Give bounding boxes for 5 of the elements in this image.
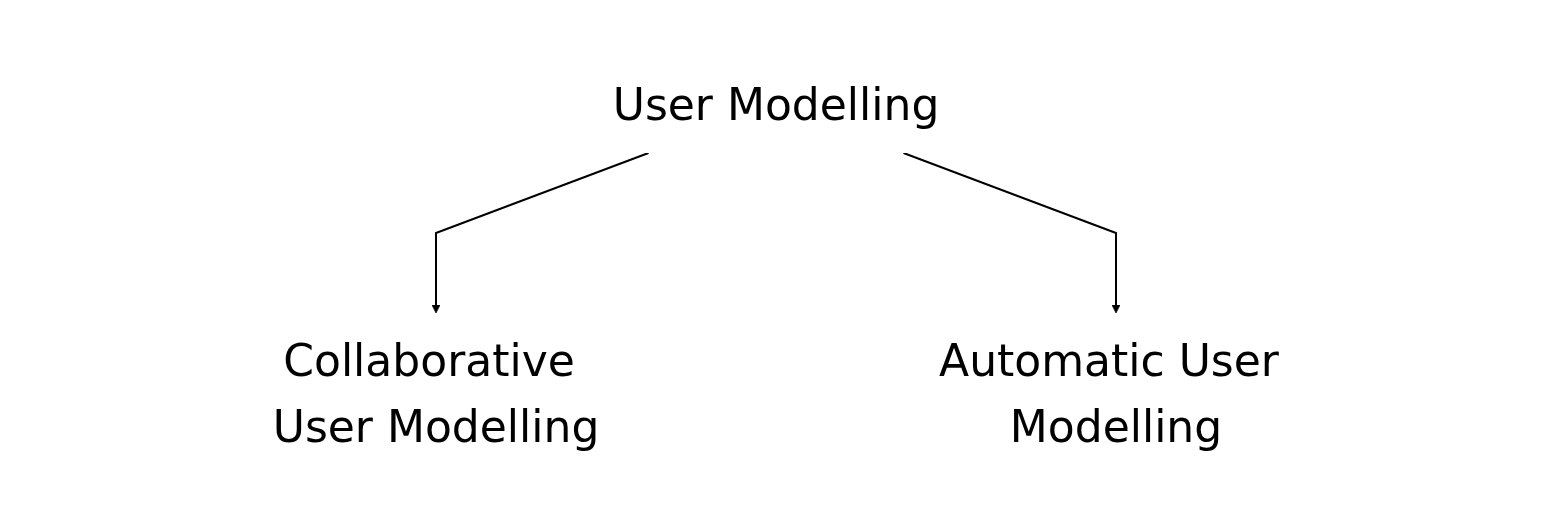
arrow [902,152,1120,314]
node-text: Automatic User Modelling [938,335,1279,452]
arrow [431,152,649,314]
node-text: User Modelling [612,79,939,130]
node-text: Collaborative User Modelling [272,335,599,452]
